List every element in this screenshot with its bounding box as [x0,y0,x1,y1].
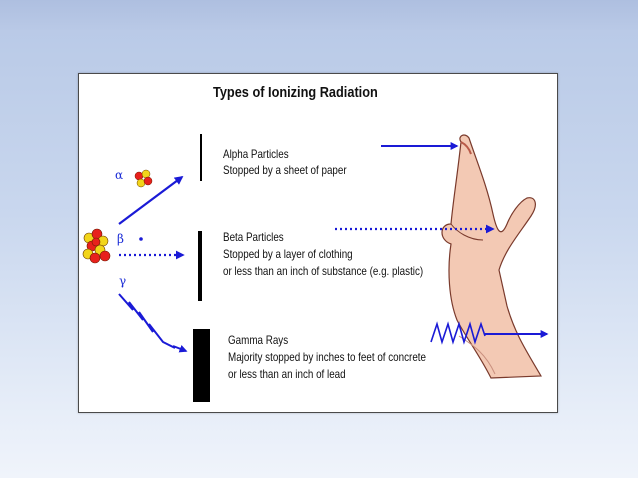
beta-particle [139,237,143,241]
hand-illustration [441,134,543,379]
radioactive-nucleus [82,228,111,264]
beta-description-line2: or less than an inch of substance (e.g. … [223,264,424,278]
gamma-path-wave [118,293,176,349]
gamma-description-line2: or less than an inch of lead [228,367,346,381]
alpha-particle [134,169,153,188]
gamma-label: Gamma Rays [228,333,289,347]
diagram-title: Types of Ionizing Radiation [213,84,378,101]
clothing-barrier [198,231,202,301]
gamma-hand-wave [430,321,486,345]
radiation-diagram [82,134,549,402]
alpha-path-arrow [118,175,184,225]
beta-description-line1: Stopped by a layer of clothing [223,247,353,261]
beta-symbol: β [117,232,124,246]
gamma-symbol: γ [119,274,127,288]
paper-barrier [200,134,202,181]
alpha-description: Stopped by a sheet of paper [223,163,347,177]
concrete-barrier [193,329,210,402]
gamma-path-arrow [172,344,188,353]
beta-label: Beta Particles [223,230,284,244]
alpha-label: Alpha Particles [223,147,289,161]
diagram-panel: Types of Ionizing Radiation α β γ Alpha … [78,73,558,413]
gamma-description-line1: Majority stopped by inches to feet of co… [228,350,427,364]
slide-background-band [0,0,638,30]
alpha-symbol: α [115,168,124,182]
